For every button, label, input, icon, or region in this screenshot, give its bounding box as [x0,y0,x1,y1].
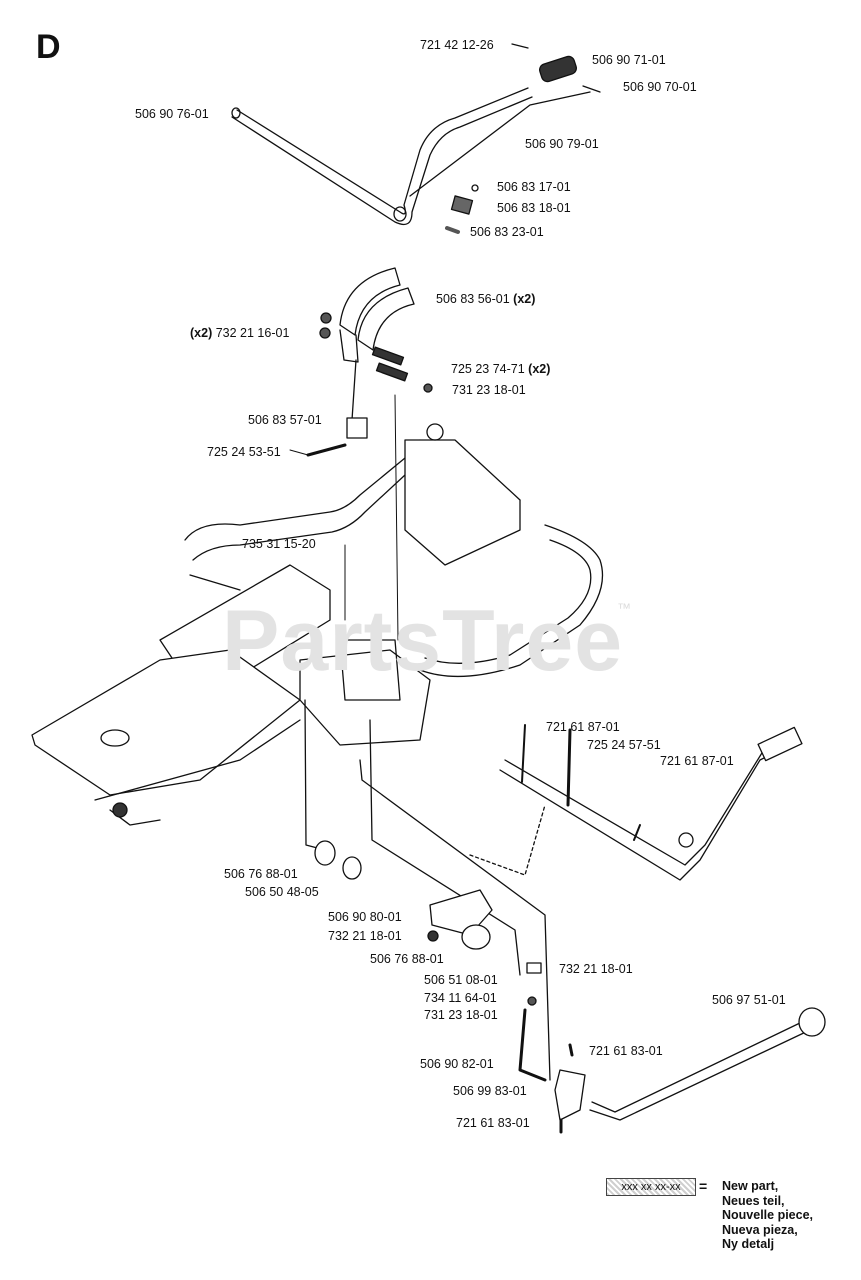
part-label: 506 83 57-01 [248,413,322,427]
quantity-note: (x2) [528,362,551,376]
part-number: 725 23 74-71 [451,362,525,376]
part-label: 731 23 18-01 [452,383,526,397]
quadrant-brackets [306,267,433,457]
part-label: 721 42 12-26 [420,38,494,52]
part-label: 506 83 18-01 [497,201,571,215]
tractor-frame [31,423,604,826]
legend-line: Ny detalj [722,1237,775,1251]
part-label: 725 24 53-51 [207,445,281,459]
pedal-lever [469,724,803,881]
legend-line: Nueva pieza, [722,1222,798,1237]
part-label: 506 90 76-01 [135,107,209,121]
part-label: 506 83 17-01 [497,180,571,194]
legend-line: Nouvelle piece, [722,1208,814,1222]
trademark-symbol: ™ [617,600,631,616]
lower-linkage [304,699,826,1134]
legend-line: Neues teil, [722,1193,785,1208]
part-label: 506 99 83-01 [453,1084,527,1098]
part-number: 506 83 56-01 [436,292,510,306]
quantity-note: (x2) [190,326,213,340]
part-label: 734 11 64-01 [424,991,497,1005]
legend-line: New part, [722,1179,779,1193]
legend-text: New part, Neues teil, Nouvelle piece, Nu… [722,1179,813,1252]
part-label: 506 51 08-01 [424,973,498,987]
part-number: 732 21 16-01 [215,326,290,340]
part-label: (x2) 732 21 16-01 [190,326,289,340]
part-label: 725 24 57-51 [587,738,661,752]
part-label: 506 76 88-01 [224,867,298,881]
part-label: 506 90 71-01 [592,53,666,67]
part-label: 721 61 83-01 [456,1116,530,1130]
leader-lines [289,394,399,641]
part-label: 721 61 83-01 [589,1044,663,1058]
part-label: 506 90 79-01 [525,137,599,151]
part-label: 506 83 23-01 [470,225,544,239]
legend-equals: = [699,1178,708,1194]
legend-sample-box: xxx xx xx-xx [606,1178,696,1196]
part-label: 735 31 15-20 [242,537,316,551]
lift-handle-assembly [231,43,601,234]
part-label: 506 83 56-01 (x2) [436,292,535,306]
part-label: 721 61 87-01 [660,754,734,768]
part-label: 721 61 87-01 [546,720,620,734]
part-label: 725 23 74-71 (x2) [451,362,550,376]
part-label: 732 21 18-01 [559,962,633,976]
part-label: 506 76 88-01 [370,952,444,966]
part-label: 731 23 18-01 [424,1008,498,1022]
part-label: 506 90 82-01 [420,1057,494,1071]
part-label: 506 90 70-01 [623,80,697,94]
quantity-note: (x2) [513,292,536,306]
part-label: 506 90 80-01 [328,910,402,924]
sheet-letter: D [36,28,61,66]
watermark: PartsTree [222,593,624,689]
part-label: 506 50 48-05 [245,885,319,899]
part-label: 732 21 18-01 [328,929,402,943]
part-label: 506 97 51-01 [712,993,786,1007]
